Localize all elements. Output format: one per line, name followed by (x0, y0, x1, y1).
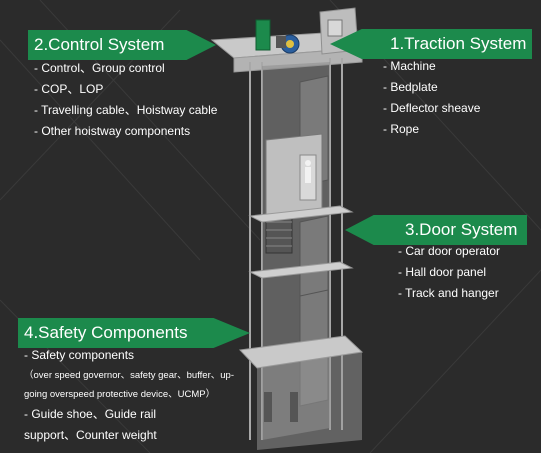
list-item: - Control、Group control (34, 61, 165, 75)
list-item: - Other hoistway components (34, 124, 191, 138)
list-item: - Track and hanger (398, 286, 499, 300)
list-item: - Bedplate (383, 80, 438, 94)
list-item: - COP、LOP (34, 82, 104, 96)
control-panel-icon (327, 19, 343, 37)
safety-components-list: - Safety components （over speed governor… (24, 345, 234, 446)
traction-system-arrow: 1.Traction System (330, 29, 532, 59)
control-system-title: 2.Control System (34, 35, 165, 54)
list-item: - Deflector sheave (383, 101, 481, 115)
door-system-title: 3.Door System (405, 220, 518, 239)
list-item: - Car door operator (398, 244, 501, 258)
list-item: - Guide shoe、Guide rail (24, 407, 157, 421)
door-system-list: - Car door operator - Hall door panel - … (398, 241, 500, 304)
list-item: - Hall door panel (398, 265, 487, 279)
landing-sills (248, 205, 354, 279)
list-item-detail: （over speed governor、safety gear、buffer、… (24, 370, 234, 381)
list-item: - Travelling cable、Hoistway cable (34, 103, 218, 117)
list-item-detail: going overspeed protective device、UCMP） (24, 389, 216, 400)
control-system-arrow: 2.Control System (28, 30, 216, 60)
control-cabinet-icon (255, 19, 271, 51)
list-item: - Safety components (24, 348, 135, 362)
traction-system-title: 1.Traction System (390, 34, 527, 53)
traction-system-list: - Machine - Bedplate - Deflector sheave … (383, 56, 480, 140)
list-item: - Rope (383, 122, 420, 136)
elevator-car (265, 133, 323, 219)
control-system-list: - Control、Group control - COP、LOP - Trav… (34, 58, 217, 142)
list-item: - Machine (383, 59, 436, 73)
safety-components-title: 4.Safety Components (24, 323, 188, 342)
safety-components-arrow: 4.Safety Components (18, 318, 250, 348)
door-system-arrow: 3.Door System (345, 215, 527, 245)
list-item: support、Counter weight (24, 428, 157, 442)
